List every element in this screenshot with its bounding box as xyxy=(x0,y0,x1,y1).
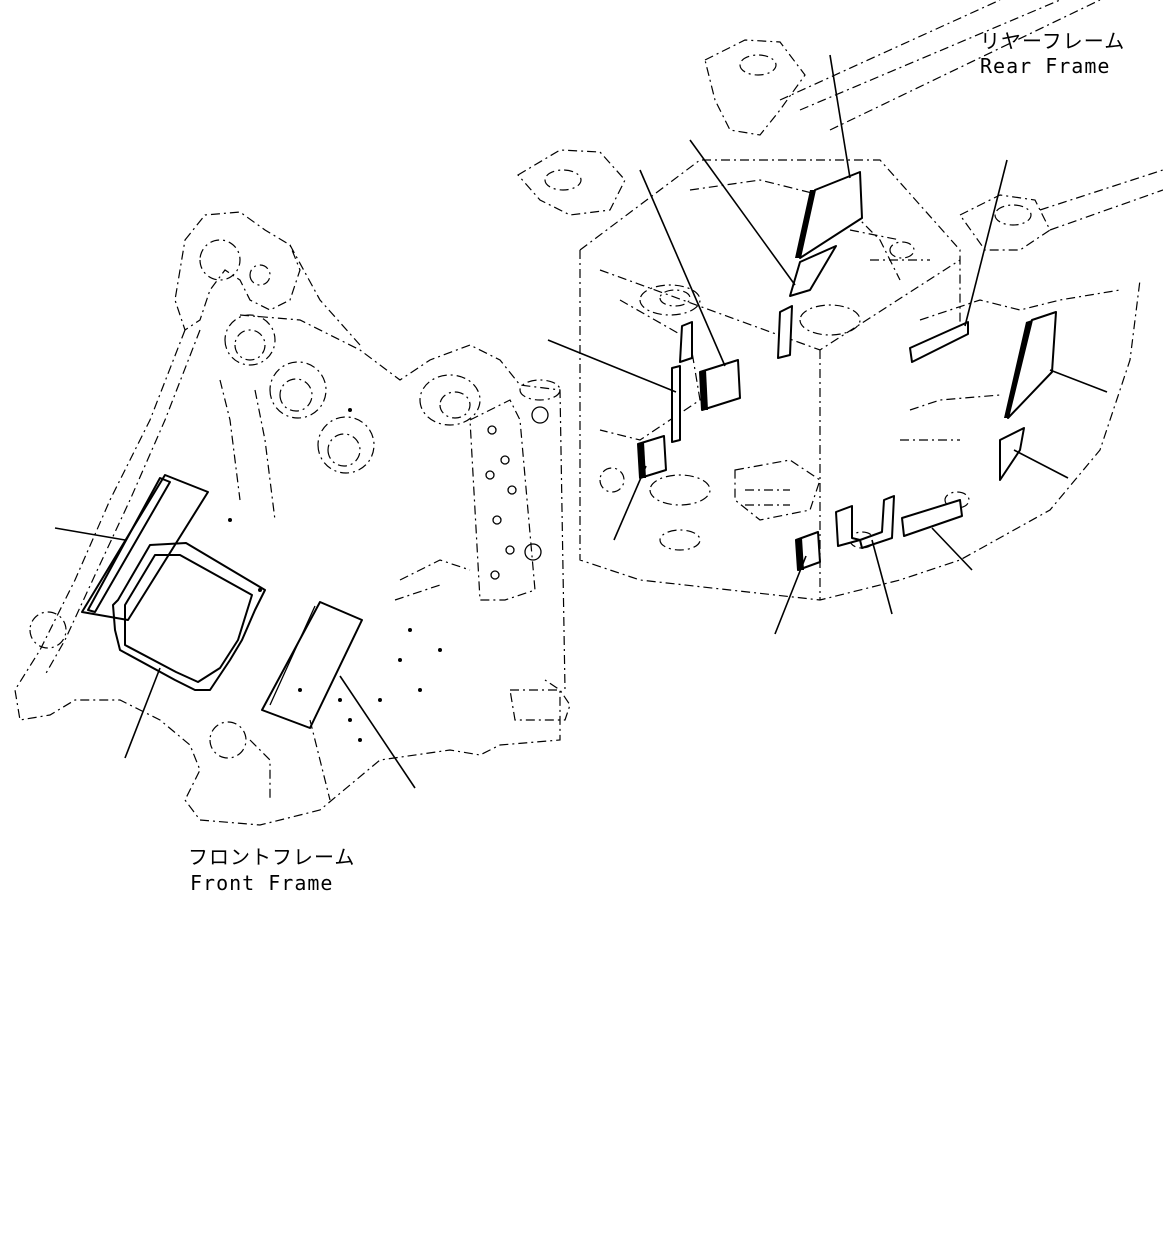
rear-pads xyxy=(637,171,1057,571)
rivet-dots xyxy=(228,408,442,742)
front-pad-center xyxy=(112,542,266,691)
front-frame-label-en: Front Frame xyxy=(190,871,334,895)
front-frame-drawing xyxy=(14,211,571,826)
front-pad-inner-top xyxy=(87,477,171,613)
front-pad-right-panel xyxy=(261,601,363,729)
front-pad-side-strip xyxy=(81,474,209,621)
leader-lines xyxy=(54,54,1108,789)
front-frame-label-jp: フロントフレーム xyxy=(188,845,356,869)
rear-frame-drawing xyxy=(517,0,1163,601)
front-pad-center-inner xyxy=(124,554,253,683)
plate-holes xyxy=(485,406,549,580)
rear-frame-label-en: Rear Frame xyxy=(980,54,1111,78)
rear-frame-label-jp: リヤーフレーム xyxy=(980,29,1126,53)
